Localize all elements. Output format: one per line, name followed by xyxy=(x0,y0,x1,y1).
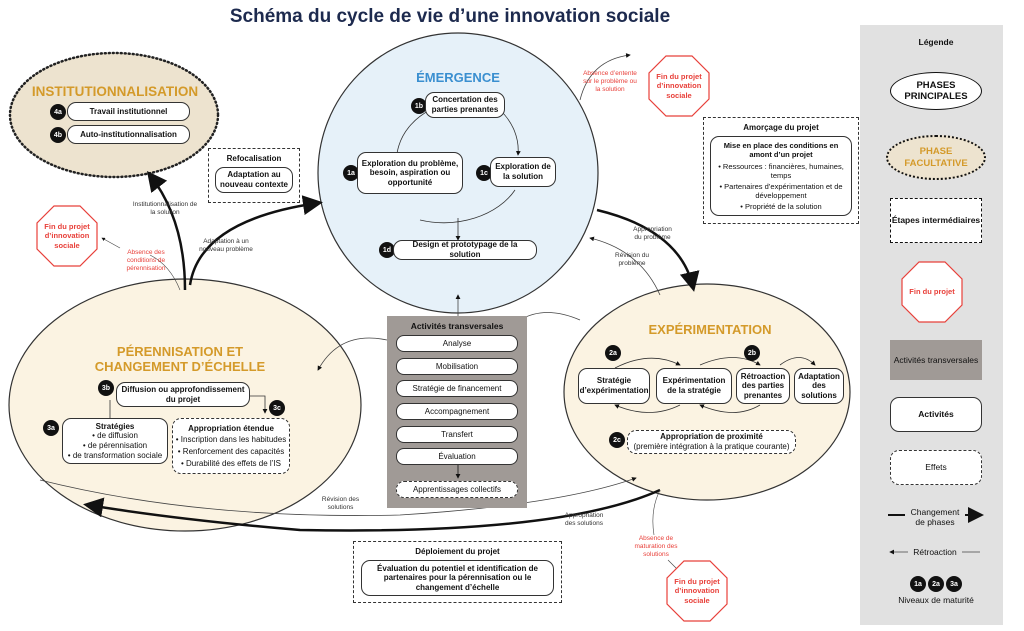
activity-strategies: Stratégies • de diffusion • de pérennisa… xyxy=(62,418,168,464)
label-absence-maturation: Absence de maturation des solutions xyxy=(634,535,678,559)
transversal-transfert: Transfert xyxy=(396,426,518,443)
label-absence-perennisation: Absence des conditions de pérennisation xyxy=(126,249,166,273)
label-absence-entente: Absence d’entente sur le problème ou la … xyxy=(583,70,637,94)
stop-octagon-perennisation: Fin du projet d’innovation sociale xyxy=(36,205,98,267)
legend-etapes-intermediaires: Étapes intermédiaires xyxy=(890,198,982,243)
activity-concertation: Concertation des parties prenantes xyxy=(425,92,505,118)
activity-exploration-probleme: Exploration du problème, besoin, aspirat… xyxy=(357,152,463,194)
activity-design-prototypage: Design et prototypage de la solution xyxy=(393,240,537,260)
appropriation-item: • Inscription dans les habitudes xyxy=(175,435,287,445)
effect-appropriation-etendue: Appropriation étendue • Inscription dans… xyxy=(172,418,290,474)
stop-octagon-experimentation: Fin du projet d’innovation sociale xyxy=(666,560,728,622)
effect-apprentissages: Apprentissages collectifs xyxy=(396,481,518,498)
activity-evaluation-potentiel: Évaluation du potentiel et identificatio… xyxy=(361,560,554,596)
amorcage-bullet: • Partenaires d’expérimentation et de dé… xyxy=(719,182,843,200)
strategy-item: • de pérennisation xyxy=(82,441,148,450)
amorcage-box: Amorçage du projet Mise en place des con… xyxy=(703,117,859,224)
legend-title: Légende xyxy=(918,36,954,47)
appropriation-title: Appropriation étendue xyxy=(188,423,274,433)
label-institutionnalisation: Institutionnalisation de la solution xyxy=(132,201,198,217)
activity-auto-institutionnalisation: Auto-institutionnalisation xyxy=(67,125,190,144)
level-badge-2a: 2a xyxy=(605,345,621,361)
label-revision-solutions: Révision des solutions xyxy=(321,496,360,512)
deploiement-title: Déploiement du projet xyxy=(415,547,500,556)
level-badge-4b: 4b xyxy=(50,127,66,143)
label-revision-probleme: Révision du problème xyxy=(615,252,649,268)
perennisation-title: PÉRENNISATION ET CHANGEMENT D’ÉCHELLE xyxy=(94,344,266,374)
page-title: Schéma du cycle de vie d’une innovation … xyxy=(229,6,671,27)
legend-effets: Effets xyxy=(890,450,982,485)
transversal-financement: Stratégie de financement xyxy=(396,380,518,397)
appropriation-item: • Durabilité des effets de l’IS xyxy=(180,458,282,468)
level-badge-3b: 3b xyxy=(98,380,114,396)
amorcage-title: Amorçage du projet xyxy=(743,123,819,132)
legend-phases-principales: PHASES PRINCIPALES xyxy=(890,72,982,110)
amorcage-heading: Mise en place des conditions en amont d’… xyxy=(723,141,839,159)
level-badge-3a: 3a xyxy=(43,420,59,436)
transversal-analyse: Analyse xyxy=(396,335,518,352)
level-badge-1a: 1a xyxy=(343,165,359,181)
effect-appropriation-proximite: Appropriation de proximité (première int… xyxy=(627,430,796,454)
legend-level-3a: 3a xyxy=(946,576,962,592)
legend-panel xyxy=(860,25,1003,625)
transversal-mobilisation: Mobilisation xyxy=(396,358,518,375)
proximite-subtitle: (première intégration à la pratique cour… xyxy=(633,442,790,451)
level-badge-4a: 4a xyxy=(50,104,66,120)
activity-strategie-experimentation: Stratégie d’expérimentation xyxy=(578,368,650,404)
activity-adaptation-solutions: Adaptation des solutions xyxy=(794,368,844,404)
strategy-item: • de diffusion xyxy=(92,431,138,441)
refocalisation-title: Refocalisation xyxy=(226,154,282,163)
label-appropriation-probleme: Appropriation du problème xyxy=(633,226,672,242)
legend-level-2a: 2a xyxy=(928,576,944,592)
activity-diffusion: Diffusion ou approfondissement du projet xyxy=(116,382,250,407)
refocalisation-box: Refocalisation Adaptation au nouveau con… xyxy=(208,148,300,203)
legend-level-1a: 1a xyxy=(910,576,926,592)
legend-fin-projet: Fin du projet xyxy=(901,261,963,323)
transversal-evaluation: Évaluation xyxy=(396,448,518,465)
amorcage-bullet: • Propriété de la solution xyxy=(740,202,822,211)
level-badge-2c: 2c xyxy=(609,432,625,448)
strategy-item: • de transformation sociale xyxy=(67,450,163,460)
proximite-title: Appropriation de proximité xyxy=(660,432,763,442)
appropriation-item: • Renforcement des capacités xyxy=(177,447,285,456)
legend-activites-transversales: Activités transversales xyxy=(890,340,982,380)
stop-octagon-emergence: Fin du projet d’innovation sociale xyxy=(648,55,710,117)
amorcage-bullet: • Ressources : financières, humaines, te… xyxy=(718,162,844,180)
emergence-title: ÉMERGENCE xyxy=(416,70,500,85)
deploiement-box: Déploiement du projet Évaluation du pote… xyxy=(353,541,562,603)
legend-retroaction: Rétroaction xyxy=(908,545,962,559)
level-badge-1b: 1b xyxy=(411,98,427,114)
activity-experimentation-strategie: Expérimentation de la stratégie xyxy=(656,368,732,404)
level-badge-3c: 3c xyxy=(269,400,285,416)
activity-travail-institutionnel: Travail institutionnel xyxy=(67,102,190,121)
level-badge-2b: 2b xyxy=(744,345,760,361)
activity-retroaction: Rétroaction des parties prenantes xyxy=(736,368,790,404)
level-badge-1d: 1d xyxy=(379,242,395,258)
institutionnalisation-title: INSTITUTIONNALISATION xyxy=(31,84,199,99)
strategies-title: Stratégies xyxy=(95,421,135,431)
legend-changement-phases: Changement de phases xyxy=(905,505,965,529)
label-adaptation: Adaptation à un nouveau problème xyxy=(199,238,253,254)
legend-niveaux-maturite: Niveaux de maturité xyxy=(898,594,974,605)
level-badge-1c: 1c xyxy=(476,165,492,181)
activity-adaptation-contexte: Adaptation au nouveau contexte xyxy=(215,167,293,193)
legend-phase-facultative: PHASE FACULTATIVE xyxy=(886,135,986,180)
label-appropriation-solutions: Appropriation des solutions xyxy=(564,512,604,528)
transversal-title: Activités transversales xyxy=(410,321,504,331)
experimentation-title: EXPÉRIMENTATION xyxy=(648,322,772,337)
legend-activites: Activités xyxy=(890,397,982,432)
transversal-accompagnement: Accompagnement xyxy=(396,403,518,420)
activity-exploration-solution: Exploration de la solution xyxy=(490,157,556,187)
